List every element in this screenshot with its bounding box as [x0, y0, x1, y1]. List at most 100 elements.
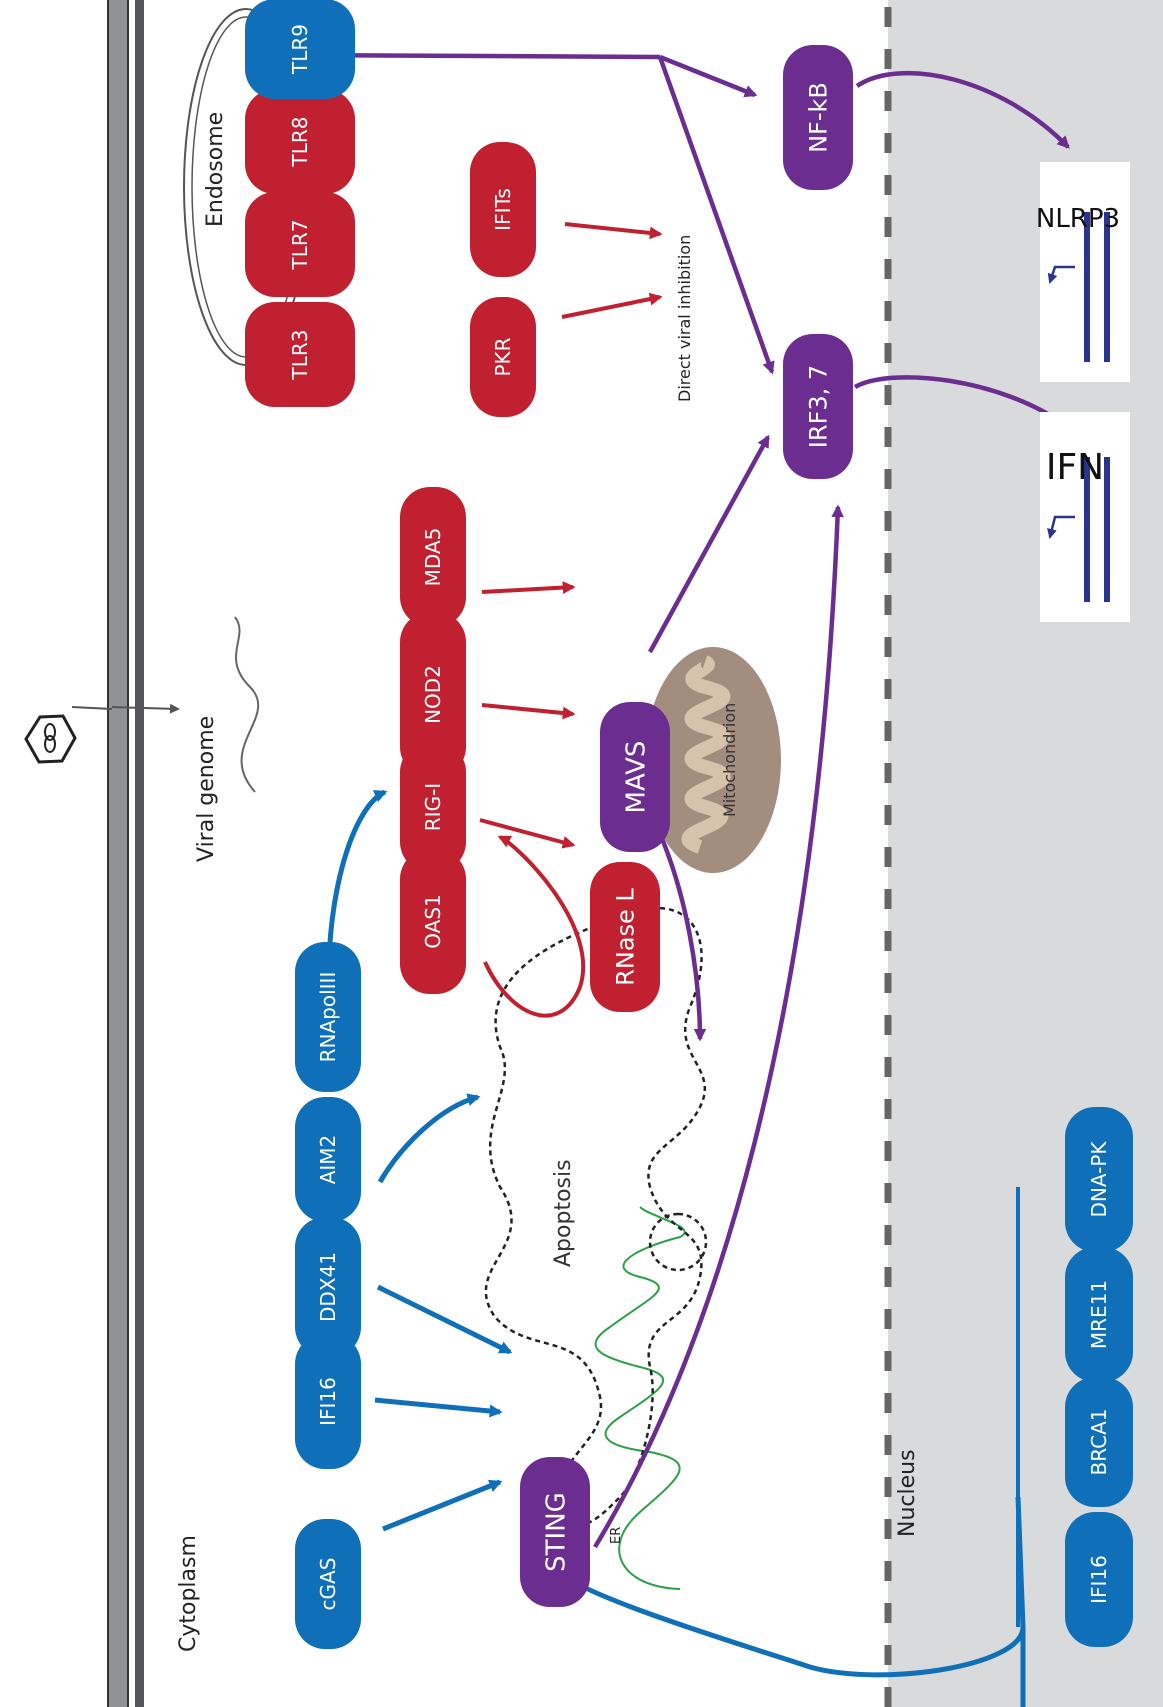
brca1-node: BRCA1: [1065, 1377, 1133, 1507]
pkr-node-shape: [470, 297, 536, 417]
arrow-oas1-rnase-rig-i: [483, 835, 586, 1018]
oas1-node-shape: [400, 849, 466, 994]
cgas-node-shape: [295, 1519, 361, 1649]
brca1-node-shape: [1065, 1377, 1133, 1507]
dnapk-node: DNA-PK: [1065, 1107, 1133, 1252]
viral-genome-strand: [234, 616, 260, 793]
cytoplasm-label: Cytoplasm: [176, 1535, 201, 1652]
rnapol-node-label: RNApolIII: [316, 972, 340, 1063]
endosome-label: Endosome: [203, 112, 228, 227]
rnase-l-node: RNase L: [590, 862, 660, 1012]
mavs-node: MAVS: [600, 702, 670, 852]
mitochondrion: [645, 647, 781, 873]
ifn-gene: IFN: [1040, 412, 1130, 622]
arrow-irf-ifn: [853, 375, 1071, 429]
tlr8-node: TLR8: [245, 89, 355, 194]
arrow-to-irf: [657, 56, 775, 375]
arrow-ifi16-sting: [374, 1397, 503, 1418]
aim2-node-shape: [295, 1097, 361, 1222]
arrow-nuclear-sensors-sting: [552, 1496, 1026, 1678]
arrow-rig-i-mavs: [479, 818, 576, 849]
pkr-node: PKR: [470, 297, 536, 417]
arrow-to-nfkb: [659, 54, 758, 98]
ifits-node-label: IFITs: [491, 188, 515, 231]
sting-node-shape: [520, 1457, 590, 1607]
mda5-node-label: MDA5: [421, 528, 445, 587]
mavs-node-label: MAVS: [621, 741, 651, 814]
apoptosis-label: Apoptosis: [551, 1159, 576, 1267]
plasma-membrane: [108, 0, 128, 1707]
oas1-node-label: OAS1: [421, 894, 445, 949]
arrow-nod2-mavs: [481, 703, 576, 720]
ifi16-cyto-node: IFI16: [295, 1334, 361, 1469]
brca1-node-label: BRCA1: [1087, 1409, 1111, 1476]
irf-node-shape: [783, 334, 853, 479]
arrow-ddx41-sting: [376, 1284, 513, 1355]
arrow-cgas-sting: [382, 1479, 503, 1532]
oas1-node: OAS1: [400, 849, 466, 994]
cgas-node: cGAS: [295, 1519, 361, 1649]
rig-i-node-label: RIG-I: [421, 783, 445, 831]
arrow-pkr-inhibition: [561, 292, 663, 319]
viral-genome-label: Viral genome: [194, 716, 219, 862]
rnase-l-node-label: RNase L: [612, 888, 640, 986]
arrow-mda5-mavs: [481, 581, 576, 594]
mre11-node-shape: [1065, 1247, 1133, 1382]
arrow-aim2-apoptosis: [377, 1093, 481, 1184]
rnapol-node-shape: [295, 942, 361, 1092]
tlr8-node-shape: [245, 89, 355, 194]
er-label: ER: [609, 1527, 624, 1544]
tlr8-node-label: TLR8: [288, 117, 312, 168]
apoptotic-cell: [484, 906, 708, 1527]
ifits-node: IFITs: [470, 142, 536, 277]
ifi16-nuc-node-shape: [1065, 1512, 1133, 1647]
arrow-nfkb-nlrp3: [855, 70, 1070, 149]
arrow-mavs-irf: [648, 434, 770, 654]
ifi16-nuc-node: IFI16: [1065, 1512, 1133, 1647]
virus-capsid-icon: [24, 714, 77, 764]
ddx41-node: DDX41: [295, 1217, 361, 1357]
nfkb-node-shape: [783, 45, 853, 190]
direct-inhibition-label: Direct viral inhibition: [675, 235, 694, 402]
rnase-l-node-shape: [590, 862, 660, 1012]
tlr3-node-label: TLR3: [288, 330, 312, 381]
rig-i-node: RIG-I: [400, 742, 466, 872]
irf-node-label: IRF3, 7: [805, 365, 833, 448]
sting-node-label: STING: [541, 1492, 571, 1572]
virus-entry-stem: [71, 706, 113, 710]
mre11-node: MRE11: [1065, 1247, 1133, 1382]
sting-node: STING: [520, 1457, 590, 1607]
pkr-node-label: PKR: [491, 337, 515, 376]
tlr9-node: TLR9: [245, 0, 355, 99]
ddx41-node-label: DDX41: [316, 1252, 340, 1322]
nlrp3-gene-label: NLRP3: [1036, 204, 1120, 234]
aim2-node: AIM2: [295, 1097, 361, 1222]
dnapk-node-label: DNA-PK: [1087, 1141, 1111, 1218]
tlr9-node-shape: [245, 0, 355, 99]
ifits-node-shape: [470, 142, 536, 277]
nfkb-node: NF-kB: [783, 45, 853, 190]
rig-i-node-shape: [400, 742, 466, 872]
arrow-sting-irf: [593, 504, 844, 1549]
ddx41-node-shape: [295, 1217, 361, 1357]
mda5-node-shape: [400, 487, 466, 627]
ifn-gene-label: IFN: [1046, 447, 1104, 488]
endoplasmic-reticulum: [594, 1206, 686, 1590]
nod2-node-shape: [400, 612, 466, 777]
ifi16-nuc-node-label: IFI16: [1087, 1555, 1111, 1604]
promoter-arrow-icon: [1047, 515, 1075, 539]
node-layer: cGAS IFI16 DDX41 AIM2 RNApolIII STING OAS1 RNas…: [245, 0, 1133, 1649]
dnapk-node-shape: [1065, 1107, 1133, 1252]
promoter-arrow-icon: [1047, 265, 1075, 284]
membrane-lower-band: [135, 0, 144, 1707]
tlr3-node-shape: [245, 302, 355, 407]
tlr9-node-label: TLR9: [288, 24, 312, 75]
nucleus-label: Nucleus: [895, 1449, 920, 1537]
aim2-node-label: AIM2: [316, 1135, 340, 1185]
tlr3-node: TLR3: [245, 302, 355, 407]
mavs-node-shape: [600, 702, 670, 852]
nlrp3-gene: NLRP3: [1036, 162, 1130, 382]
